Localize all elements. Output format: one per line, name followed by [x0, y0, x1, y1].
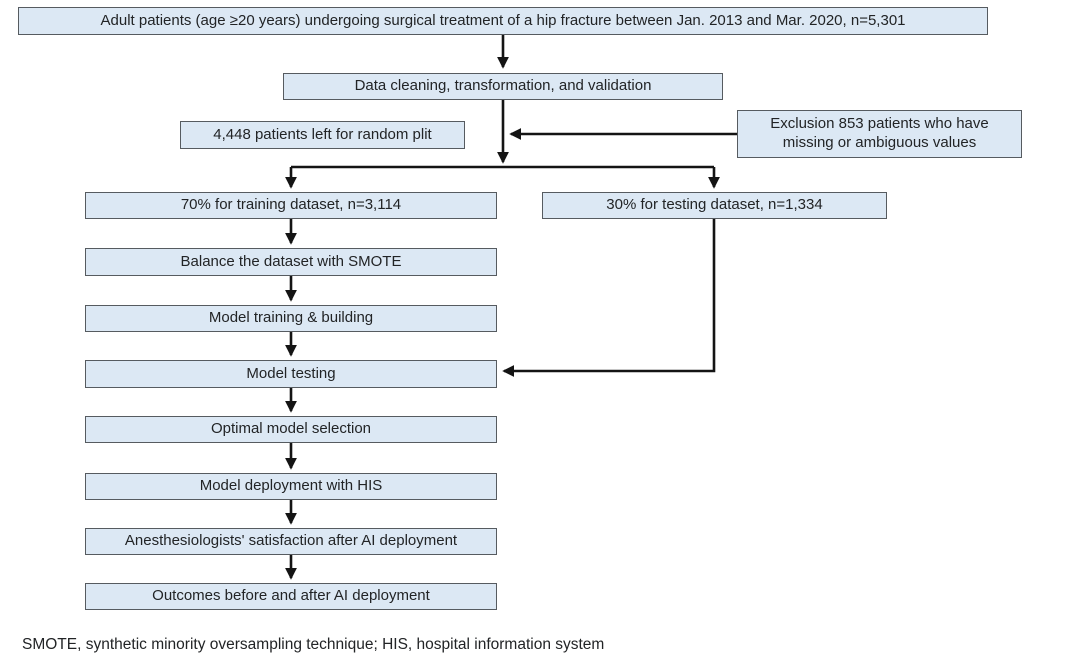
node-model-training: Model training & building — [85, 305, 497, 332]
node-model-testing: Model testing — [85, 360, 497, 388]
node-satisfaction-label: Anesthesiologists' satisfaction after AI… — [124, 532, 458, 550]
node-smote-balance-label: Balance the dataset with SMOTE — [180, 252, 402, 270]
node-smote-balance: Balance the dataset with SMOTE — [85, 248, 497, 276]
node-random-split: 4,448 patients left for random plit — [180, 121, 465, 149]
node-satisfaction: Anesthesiologists' satisfaction after AI… — [85, 528, 497, 555]
node-optimal-selection: Optimal model selection — [85, 416, 497, 443]
node-population: Adult patients (age ≥20 years) undergoin… — [18, 7, 988, 35]
node-exclusion-label: Exclusion 853 patients who have missing … — [770, 115, 989, 151]
node-model-testing-label: Model testing — [246, 364, 336, 382]
node-population-label: Adult patients (age ≥20 years) undergoin… — [100, 11, 906, 29]
node-outcomes: Outcomes before and after AI deployment — [85, 583, 497, 610]
node-random-split-label: 4,448 patients left for random plit — [213, 125, 432, 143]
node-exclusion: Exclusion 853 patients who have missing … — [737, 110, 1022, 158]
node-testing-dataset-label: 30% for testing dataset, n=1,334 — [606, 196, 823, 214]
node-data-cleaning-label: Data cleaning, transformation, and valid… — [354, 77, 652, 95]
node-optimal-selection-label: Optimal model selection — [210, 420, 372, 438]
node-model-training-label: Model training & building — [208, 309, 374, 327]
node-deployment: Model deployment with HIS — [85, 473, 497, 500]
abbreviations-footnote: SMOTE, synthetic minority oversampling t… — [22, 636, 605, 653]
node-outcomes-label: Outcomes before and after AI deployment — [152, 587, 430, 605]
node-testing-dataset: 30% for testing dataset, n=1,334 — [542, 192, 887, 219]
node-training-dataset: 70% for training dataset, n=3,114 — [85, 192, 497, 219]
arrow-testing-to-model-testing — [502, 219, 716, 377]
node-training-dataset-label: 70% for training dataset, n=3,114 — [180, 196, 402, 214]
node-deployment-label: Model deployment with HIS — [199, 477, 383, 495]
node-data-cleaning: Data cleaning, transformation, and valid… — [283, 73, 723, 100]
